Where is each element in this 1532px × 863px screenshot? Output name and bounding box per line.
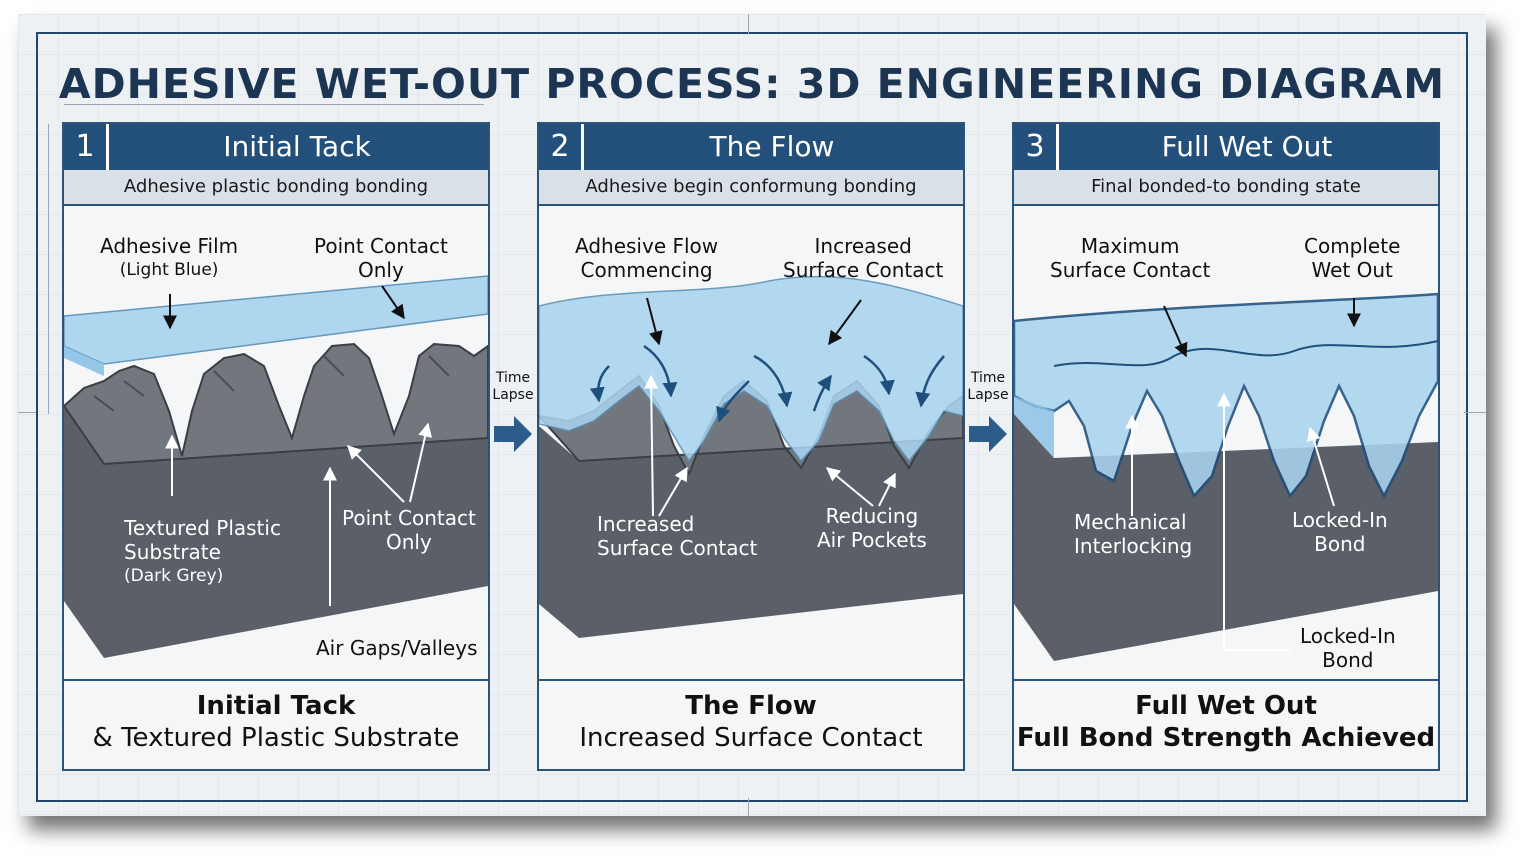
page-title: ADHESIVE WET-OUT PROCESS: 3D ENGINEERING… [58, 60, 1446, 108]
panel-number: 2 [539, 124, 584, 170]
label-point-contact-bottom: Point Contact Only [342, 506, 476, 554]
tick-mark [18, 412, 36, 413]
panel-subtitle: Final bonded-to bonding state [1014, 170, 1438, 206]
panel-title: Initial Tack [223, 130, 371, 163]
inner-frame [36, 32, 1468, 802]
caption-line-1: The Flow [685, 691, 817, 721]
label-adhesive-film: Adhesive Film (Light Blue) [100, 234, 239, 280]
panel-full-wet-out: 3 Full Wet Out Final bonded-to bonding s… [1012, 122, 1440, 771]
caption-line-1: Initial Tack [196, 691, 356, 721]
panel-title: Full Wet Out [1161, 130, 1333, 163]
panel-subtitle: Adhesive begin conformung bonding [539, 170, 963, 206]
label-increased-contact-top: Increased Surface Contact [783, 234, 944, 282]
label-air-gaps: Air Gaps/Valleys [316, 636, 478, 660]
caption-line-2: Increased Surface Contact [579, 723, 923, 753]
caption-line-2: & Textured Plastic Substrate [92, 723, 460, 753]
panel-header: 1 Initial Tack [64, 124, 488, 170]
dimension-line [64, 104, 484, 105]
label-adhesive-flow: Adhesive Flow Commencing [575, 234, 719, 282]
panel-number: 1 [64, 124, 109, 170]
substrate-peaks [64, 342, 488, 466]
panel-caption: Full Wet Out Full Bond Strength Achieved [1014, 679, 1438, 769]
panel-header: 3 Full Wet Out [1014, 124, 1438, 170]
panel-caption: Initial Tack & Textured Plastic Substrat… [64, 679, 488, 769]
label-increased-contact-bottom: Increased Surface Contact [597, 512, 758, 560]
substrate-body [539, 426, 963, 638]
panel-the-flow: 2 The Flow Adhesive begin conformung bon… [537, 122, 965, 771]
right-arrow-icon [494, 416, 532, 452]
panel-number: 3 [1014, 124, 1059, 170]
label-complete-wet-out: Complete Wet Out [1304, 234, 1401, 282]
diagram-sheet: ADHESIVE WET-OUT PROCESS: 3D ENGINEERING… [18, 14, 1486, 816]
adhesive-film [64, 275, 488, 365]
right-arrow-icon [969, 416, 1007, 452]
initial-tack-illustration [64, 275, 488, 658]
tick-mark [748, 14, 749, 34]
panel-title: The Flow [709, 130, 835, 163]
label-textured-substrate: Textured Plastic Substrate (Dark Grey) [124, 516, 281, 586]
tick-mark [1464, 412, 1486, 413]
substrate-body [64, 406, 488, 658]
caption-line-2: Full Bond Strength Achieved [1016, 723, 1436, 753]
label-maximum-contact: Maximum Surface Contact [1050, 234, 1211, 282]
dimension-line [48, 124, 49, 414]
tick-mark [748, 798, 749, 816]
panel-initial-tack: 1 Initial Tack Adhesive plastic bonding … [62, 122, 490, 771]
flow-illustration [539, 275, 963, 638]
panel-caption: The Flow Increased Surface Contact [539, 679, 963, 769]
label-point-contact-top: Point Contact Only [314, 234, 448, 282]
label-locked-in-bond: Locked-In Bond [1292, 508, 1388, 556]
substrate-body [1014, 414, 1438, 661]
panel-header: 2 The Flow [539, 124, 963, 170]
panel-subtitle: Adhesive plastic bonding bonding [64, 170, 488, 206]
label-reducing-air-pockets: Reducing Air Pockets [817, 504, 927, 552]
full-wet-out-illustration [1014, 292, 1438, 661]
caption-line-1: Full Wet Out [1135, 691, 1317, 721]
label-mechanical-interlocking: Mechanical Interlocking [1074, 510, 1193, 558]
label-locked-in-bond-lower: Locked-In Bond [1300, 624, 1396, 672]
